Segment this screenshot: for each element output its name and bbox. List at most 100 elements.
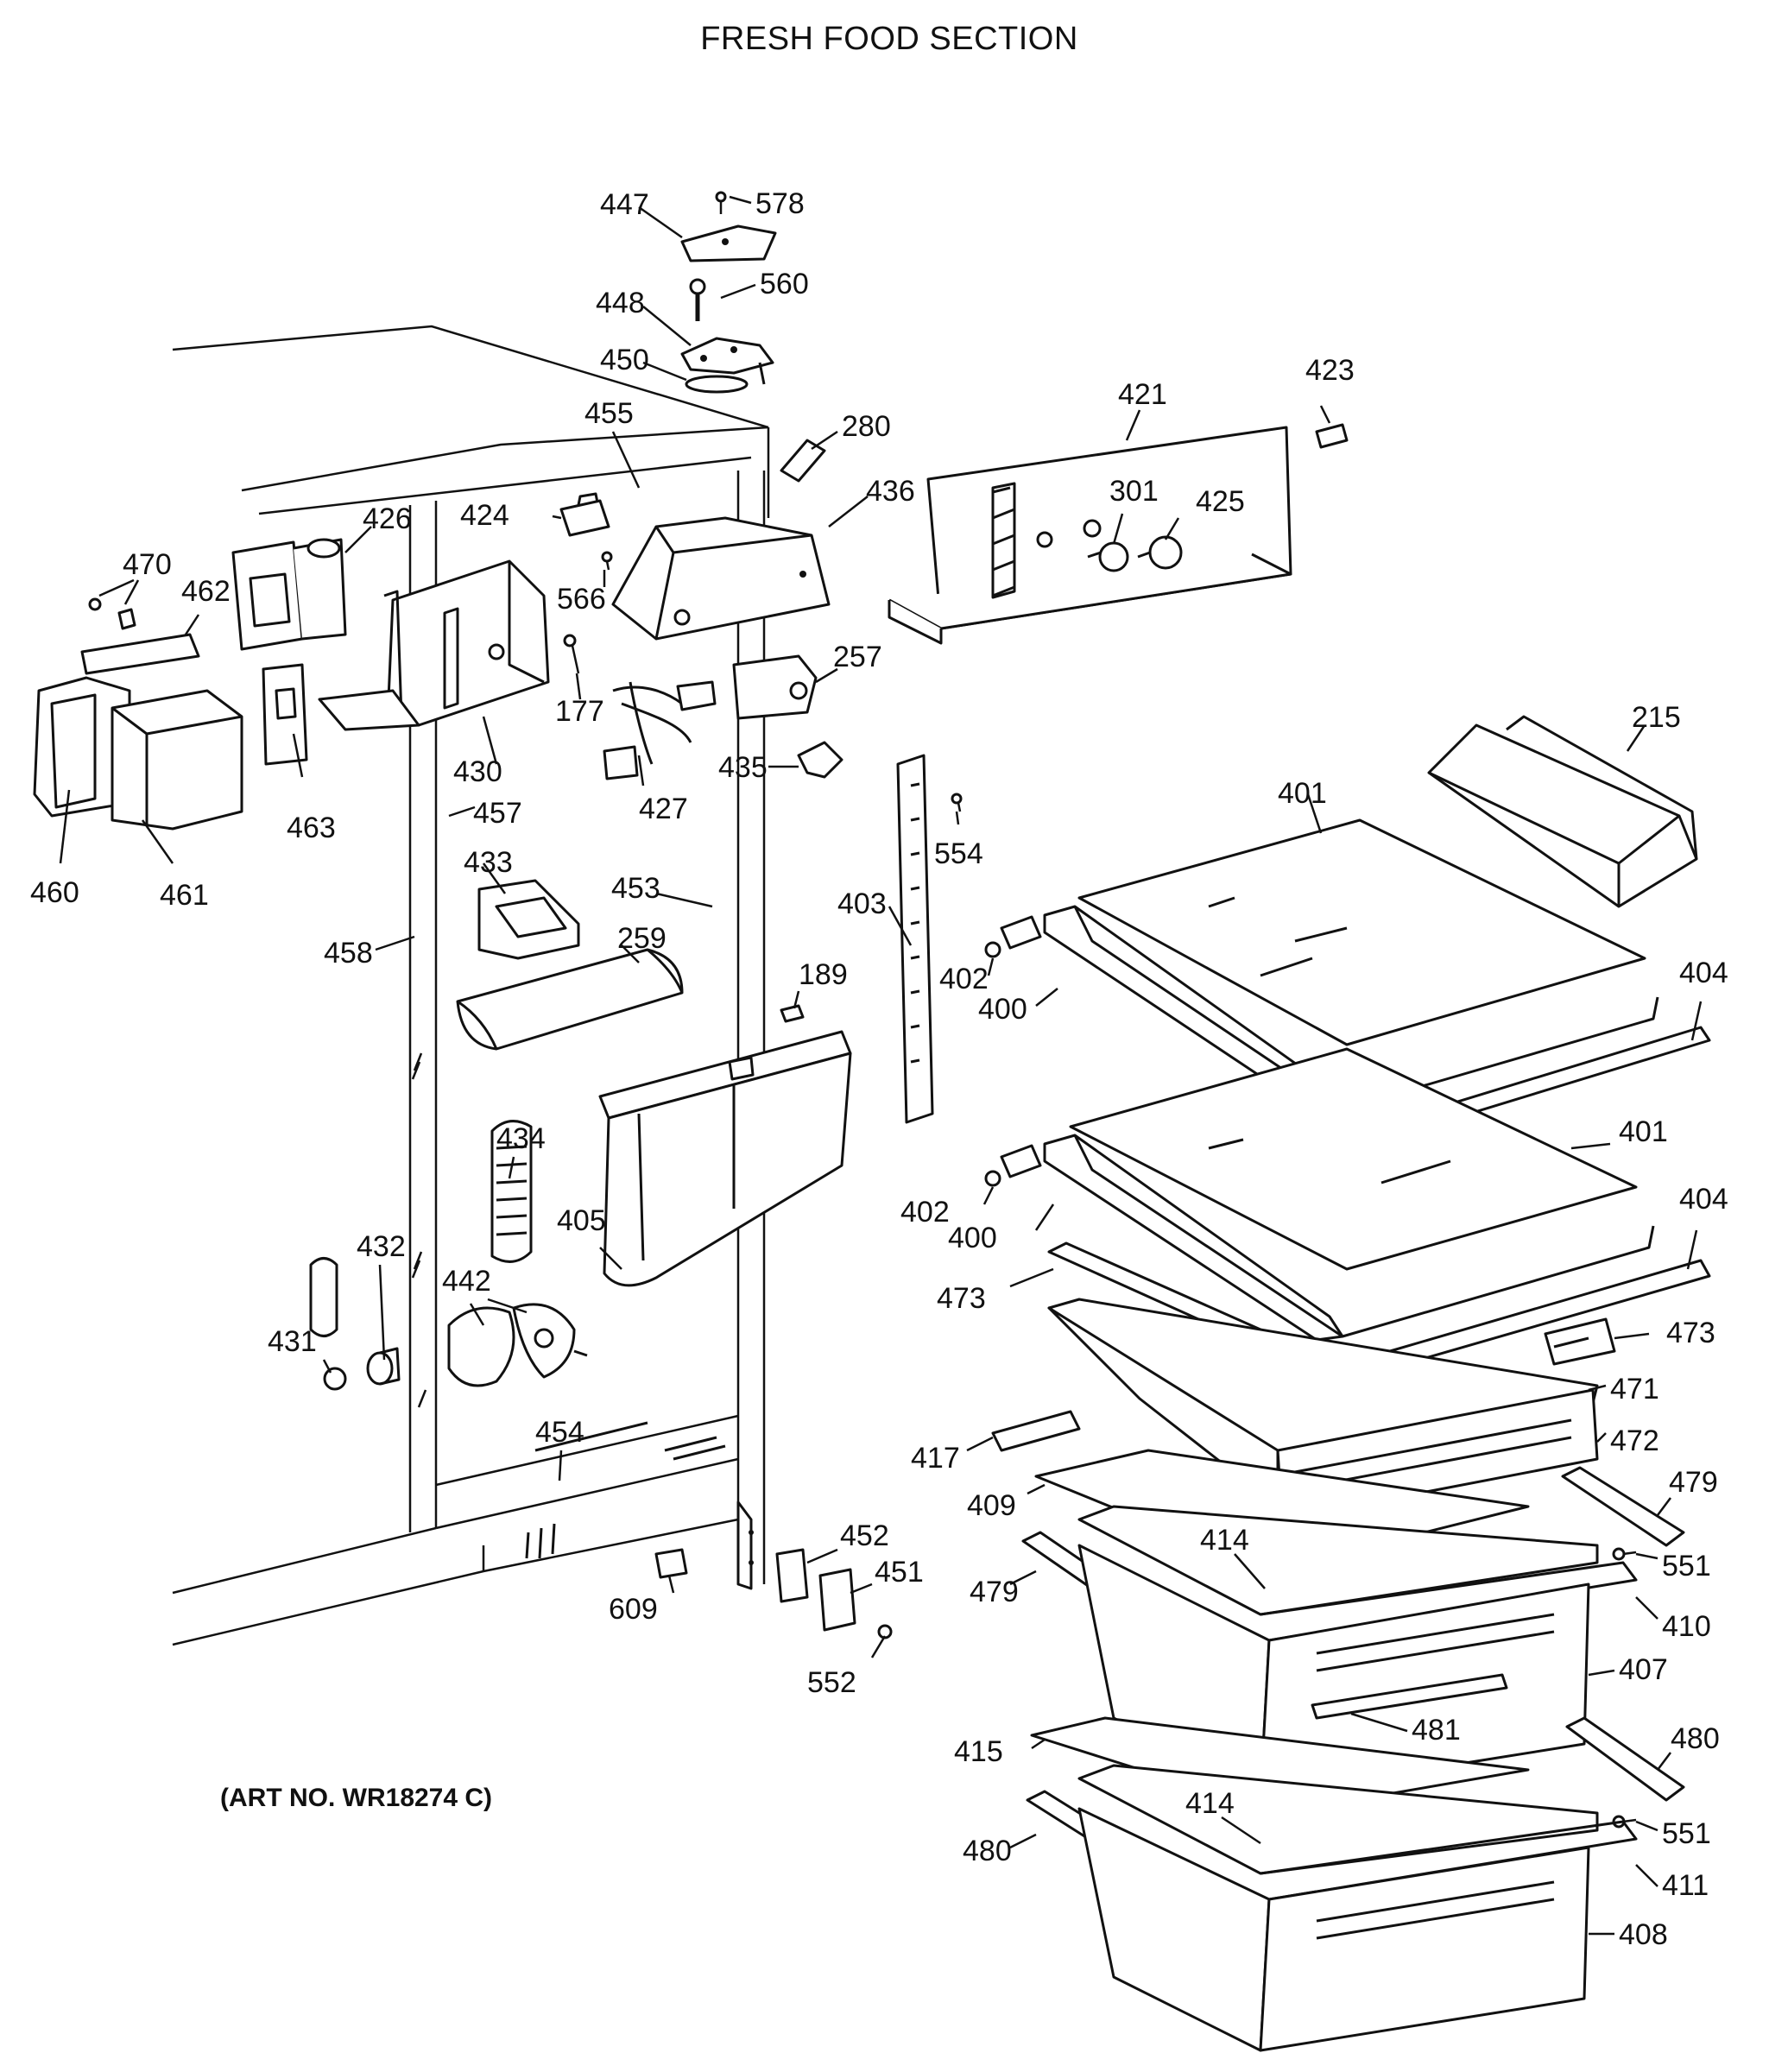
slide-417: [991, 1410, 1081, 1452]
callout-421: 421: [1118, 378, 1167, 411]
callout-470: 470: [123, 548, 172, 581]
callout-560: 560: [760, 268, 809, 300]
callout-425: 425: [1196, 485, 1245, 518]
callout-labels: 447 578 560 448 450 280 455 421 423 436 …: [30, 187, 1728, 1951]
callout-280: 280: [842, 410, 891, 443]
callout-472: 472: [1610, 1424, 1659, 1457]
wiring-harness-427: [603, 680, 717, 780]
air-duct-405: [598, 1030, 852, 1287]
glass-shelf-401a: [1077, 818, 1646, 1046]
callout-432: 432: [357, 1230, 406, 1263]
shelf-bracket-402a: [984, 915, 1042, 958]
slide-rail-480a: [1565, 1716, 1685, 1802]
thermostat-442: [447, 1303, 588, 1387]
callout-473-left: 473: [937, 1282, 986, 1315]
callout-430: 430: [453, 755, 502, 788]
hinge-cover-447: [680, 224, 777, 262]
callout-424: 424: [460, 499, 509, 532]
callout-578: 578: [755, 187, 805, 220]
callout-455: 455: [584, 397, 634, 430]
callout-471: 471: [1610, 1373, 1659, 1406]
pan-cover-414a: [1077, 1505, 1599, 1616]
bottle-rack-215: [1427, 715, 1698, 908]
callout-454: 454: [535, 1416, 584, 1449]
callout-458: 458: [324, 937, 373, 970]
callout-473-right: 473: [1666, 1317, 1715, 1349]
knob-301: [1087, 541, 1129, 572]
callout-461: 461: [160, 879, 209, 912]
callout-410: 410: [1662, 1610, 1711, 1643]
callout-402-upper: 402: [939, 963, 989, 995]
callout-423: 423: [1305, 354, 1355, 387]
light-shield-259: [456, 948, 684, 1051]
bracket-452: [775, 1548, 809, 1603]
art-number: (ART NO. WR18274 C): [220, 1784, 492, 1812]
damper-426: [231, 538, 347, 651]
callout-401-lower: 401: [1619, 1115, 1668, 1148]
callout-453: 453: [611, 872, 660, 905]
shelf-ladder-403: [896, 754, 934, 1124]
callout-479-left: 479: [970, 1576, 1019, 1608]
pan-slide-473b: [1544, 1317, 1616, 1366]
callout-442: 442: [442, 1265, 491, 1298]
screw-578: [715, 191, 727, 214]
callout-480-right: 480: [1671, 1722, 1720, 1755]
insulator-280: [780, 439, 826, 483]
callout-552: 552: [807, 1666, 856, 1699]
callout-481: 481: [1412, 1714, 1461, 1747]
callout-462: 462: [181, 575, 231, 608]
light-socket-435: [797, 741, 843, 779]
vegetable-pan-408: [1077, 1807, 1590, 2052]
callout-301: 301: [1109, 475, 1159, 508]
callout-463: 463: [287, 812, 336, 844]
pan-cover-414b: [1077, 1764, 1599, 1875]
light-bulb-432: [366, 1347, 401, 1386]
callout-405: 405: [557, 1204, 606, 1237]
clip-189: [780, 1004, 805, 1023]
callout-177: 177: [555, 695, 604, 728]
callout-414-upper: 414: [1200, 1524, 1249, 1557]
timer-257: [732, 654, 818, 720]
callout-450: 450: [600, 344, 649, 376]
shelf-support-454: [534, 1421, 648, 1452]
callout-403: 403: [837, 888, 887, 920]
callout-400-lower: 400: [948, 1222, 997, 1254]
callout-426: 426: [363, 502, 412, 535]
handle-481: [1311, 1673, 1508, 1720]
duct-461: [111, 689, 243, 831]
control-housing-430: [318, 559, 550, 731]
callout-434: 434: [496, 1122, 546, 1155]
duct-cover-436: [611, 516, 831, 641]
shelf-frame-400b: [1043, 1134, 1655, 1342]
fan-433: [477, 879, 580, 960]
bulb-423: [1315, 423, 1349, 449]
callout-409: 409: [967, 1489, 1016, 1522]
callout-215: 215: [1632, 701, 1681, 734]
callout-554: 554: [934, 837, 983, 870]
callout-259: 259: [617, 922, 667, 955]
callout-408: 408: [1619, 1918, 1668, 1951]
callout-551-upper: 551: [1662, 1550, 1711, 1582]
gasket-463: [262, 663, 308, 766]
bracket-462: [80, 633, 200, 675]
callout-609: 609: [609, 1593, 658, 1626]
screw-552: [877, 1624, 893, 1639]
screw-cap-470: [88, 597, 136, 630]
callout-404-lower: 404: [1679, 1183, 1728, 1216]
hinge-448: [680, 337, 774, 385]
callout-257: 257: [833, 641, 882, 673]
callout-401-upper: 401: [1278, 777, 1327, 810]
callout-451: 451: [875, 1556, 924, 1589]
knob-425: [1137, 535, 1183, 570]
callout-400-upper: 400: [978, 993, 1027, 1026]
callout-479-right: 479: [1669, 1466, 1718, 1499]
callout-411: 411: [1662, 1869, 1709, 1902]
callout-402-lower: 402: [900, 1196, 950, 1229]
shim-450: [685, 375, 749, 394]
thermostat-424: [559, 492, 610, 537]
diagram-title: FRESH FOOD SECTION: [700, 21, 1078, 57]
callout-404-upper: 404: [1679, 957, 1728, 989]
screw-566: [601, 551, 613, 571]
callout-457: 457: [473, 797, 522, 830]
